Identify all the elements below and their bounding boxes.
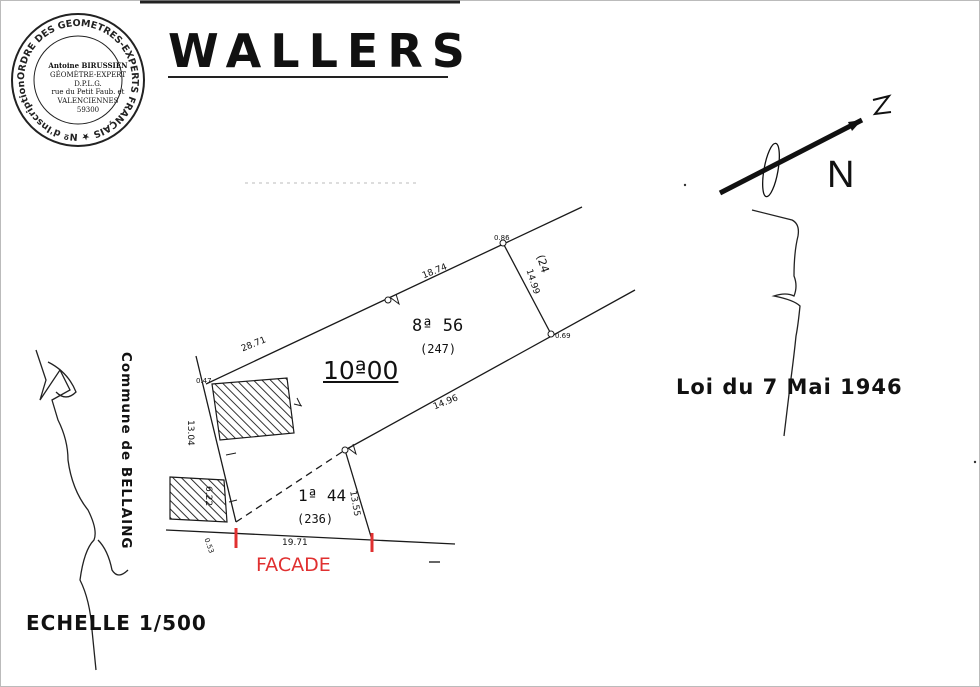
scribble-left-loop xyxy=(47,361,77,398)
surveyor-stamp: ORDRE DES GEOMETRES-EXPERTS FRANÇAIS ★ N… xyxy=(6,4,146,148)
tick-mark xyxy=(347,443,357,456)
plan-title: WALLERS xyxy=(168,24,474,78)
lot1-area: 8ª 56 xyxy=(412,316,464,336)
north-arrow-loop xyxy=(762,142,780,198)
survey-point-ne xyxy=(499,239,507,247)
dimension-label: 13.04 xyxy=(185,420,195,446)
lot-division-dashed-line xyxy=(235,449,346,523)
stamp-line: VALENCIENNES xyxy=(57,97,119,105)
north-boundary-line xyxy=(205,206,583,385)
scribble-left-bottom xyxy=(97,539,129,576)
facade-markers xyxy=(234,528,374,552)
dimension-label: 0.86 xyxy=(494,234,510,242)
scribble-right xyxy=(751,209,801,437)
stamp-line: 59300 xyxy=(76,105,100,114)
north-arrow xyxy=(718,94,892,198)
parcel-boundaries xyxy=(165,206,636,545)
dimension-label: 0.69 xyxy=(555,332,571,340)
survey-point-mid-south xyxy=(341,446,349,454)
tick-mark xyxy=(225,452,237,456)
dimension-label: 0.47 xyxy=(196,377,212,385)
dot-mark xyxy=(973,460,977,464)
dimension-label: 19.71 xyxy=(282,538,308,548)
lot2-number: (236) xyxy=(297,512,334,526)
stamp-line: rue du Petit Faub. et xyxy=(51,88,125,97)
commune-label: Commune de BELLAING xyxy=(118,352,134,550)
north-arrow-shaft xyxy=(718,117,864,196)
survey-point-mid-north xyxy=(384,296,392,304)
lot1-east-boundary xyxy=(502,242,552,335)
tick-mark xyxy=(390,293,400,306)
stamp-line: GÉOMÈTRE-EXPERT xyxy=(50,70,126,79)
title-underline xyxy=(168,76,448,78)
hand-scribbles xyxy=(35,209,801,671)
north-label: N xyxy=(827,154,855,196)
west-facade-line xyxy=(195,355,237,523)
survey-point-e xyxy=(547,330,555,338)
building-marker xyxy=(293,397,303,407)
scribble-left xyxy=(35,349,97,671)
dimension-label: 6.22 xyxy=(203,486,213,507)
lot1-number: (247) xyxy=(420,342,457,356)
lot1-south-boundary xyxy=(344,289,636,451)
north-arrow-head xyxy=(848,120,862,131)
facade-label: FACADE xyxy=(256,554,331,576)
lot2-east-boundary xyxy=(344,449,373,541)
stamp-seal: ORDRE DES GEOMETRES-EXPERTS FRANÇAIS ★ N… xyxy=(6,4,145,147)
stamp-details: Antoine BIRUSSIEN GÉOMÈTRE-EXPERT D.P.L.… xyxy=(46,61,130,115)
hatched-building-main xyxy=(211,377,295,441)
total-area: 10ª00 xyxy=(323,356,399,385)
facade-road-line xyxy=(165,529,456,545)
survey-ticks xyxy=(225,293,400,503)
dot-mark xyxy=(683,183,687,187)
lot2-area: 1ª 44 xyxy=(298,486,347,505)
tick-mark xyxy=(228,499,238,503)
north-arrow-z-mark xyxy=(872,94,892,116)
survey-points xyxy=(341,239,555,454)
hatched-building-small xyxy=(169,476,228,523)
stamp-line: D.P.L.G. xyxy=(74,79,102,88)
stamp-line: Antoine BIRUSSIEN xyxy=(48,61,128,70)
scale-label: ECHELLE 1/500 xyxy=(26,611,207,635)
law-reference: Loi du 7 Mai 1946 xyxy=(676,375,903,399)
